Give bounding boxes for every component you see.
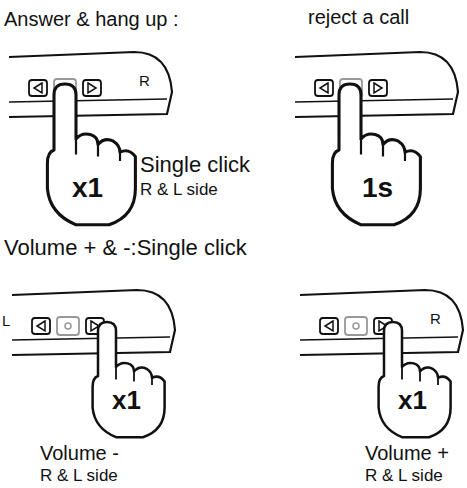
hand xyxy=(379,322,451,437)
side-note: R & L side xyxy=(40,466,118,486)
press-count: x1 xyxy=(398,386,427,416)
side-mark: L xyxy=(2,312,10,329)
heading: reject a call xyxy=(308,6,409,29)
device xyxy=(295,52,458,117)
heading: Volume + & -:Single click xyxy=(4,235,247,260)
press-count: x1 xyxy=(112,386,141,416)
hand xyxy=(47,84,135,225)
hand xyxy=(332,84,420,225)
action-text: Volume + xyxy=(365,442,449,465)
device xyxy=(300,290,463,355)
side-note: R & L side xyxy=(365,466,443,486)
press-count: x1 xyxy=(72,172,103,204)
side-note: R & L side xyxy=(140,180,218,200)
side-mark: R xyxy=(430,310,441,327)
device xyxy=(12,290,175,355)
action-text: Single click xyxy=(140,152,250,177)
device xyxy=(9,52,172,117)
press-duration: 1s xyxy=(362,172,393,204)
heading: Answer & hang up : xyxy=(4,8,179,31)
hand xyxy=(93,322,165,437)
action-text: Volume - xyxy=(40,442,119,465)
side-mark: R xyxy=(139,72,150,89)
